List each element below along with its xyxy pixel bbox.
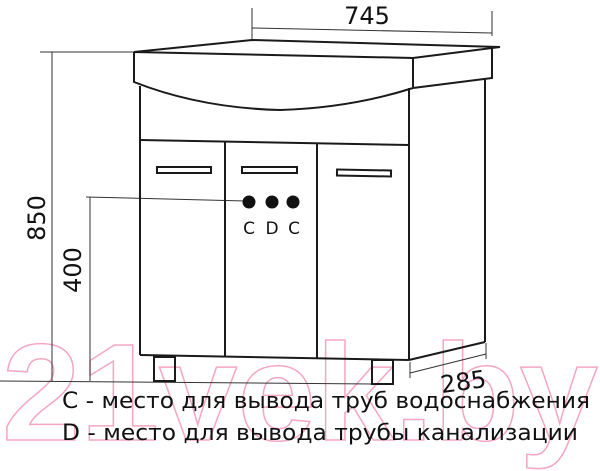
legend-line-d: D - место для вывода трубы канализации xyxy=(62,421,578,446)
basin-front-face xyxy=(133,51,414,112)
basin-top-edge xyxy=(133,38,501,53)
marker-label-c-left: C xyxy=(243,219,255,239)
legend-line-c: C - место для вывода труб водоснабжения xyxy=(62,389,590,414)
width-dimension: 745 xyxy=(251,2,493,40)
depth-dimension-line xyxy=(409,353,487,374)
drain-pipe-marker xyxy=(265,195,279,209)
depth-dimension: 285 xyxy=(409,343,488,399)
pipe-height-label: 400 xyxy=(59,247,87,293)
depth-label: 285 xyxy=(439,365,488,399)
leg-right xyxy=(371,359,394,385)
marker-label-d: D xyxy=(265,219,278,239)
cabinet-body xyxy=(139,79,486,361)
door-top-edge xyxy=(139,139,410,146)
door-handle-right xyxy=(335,168,393,178)
basin-side-face xyxy=(412,46,493,89)
width-dimension-line xyxy=(251,27,493,34)
marker-label-c-right: C xyxy=(288,219,300,239)
cabinet-side-bottom-edge xyxy=(408,341,486,361)
water-pipe-marker-left xyxy=(242,195,256,209)
leg-left xyxy=(153,356,176,382)
height-dimension: 850 xyxy=(23,51,134,381)
door-handle-center xyxy=(241,166,298,174)
pipe-height-extension-line xyxy=(85,196,246,202)
pipe-height-dimension: 400 xyxy=(59,196,246,381)
door-handle-left xyxy=(156,166,212,174)
floor-line xyxy=(0,380,373,385)
height-label: 850 xyxy=(23,195,51,241)
width-label: 745 xyxy=(344,2,390,30)
cabinet-bottom-edge xyxy=(139,354,410,361)
watermark: 21vek.by xyxy=(2,316,598,470)
basin xyxy=(133,38,501,112)
water-pipe-marker-right xyxy=(286,195,300,209)
